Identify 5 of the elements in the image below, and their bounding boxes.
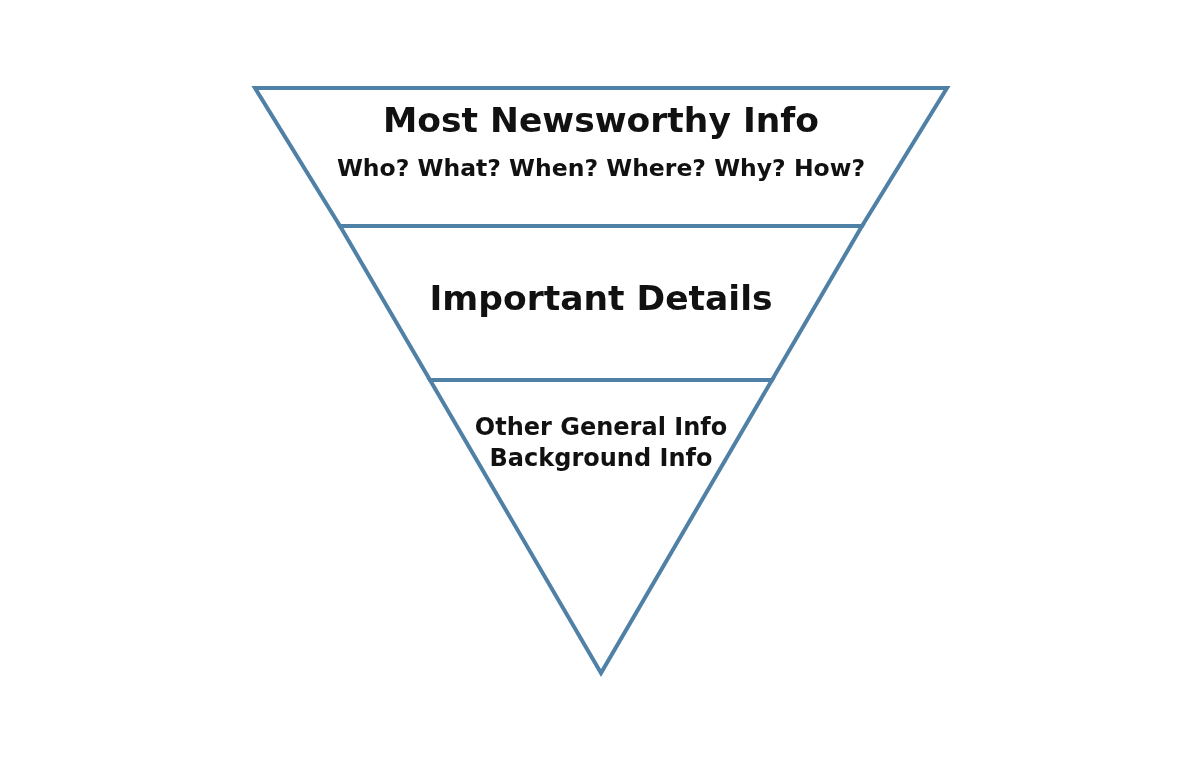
tier-text: Other General Info Background Info [473,412,729,475]
tier-subheading: Who? What? When? Where? Why? How? [336,154,866,184]
tier-heading: Most Newsworthy Info [383,99,819,142]
triangle-tier [426,376,776,677]
tier-heading: Important Details [429,277,773,320]
